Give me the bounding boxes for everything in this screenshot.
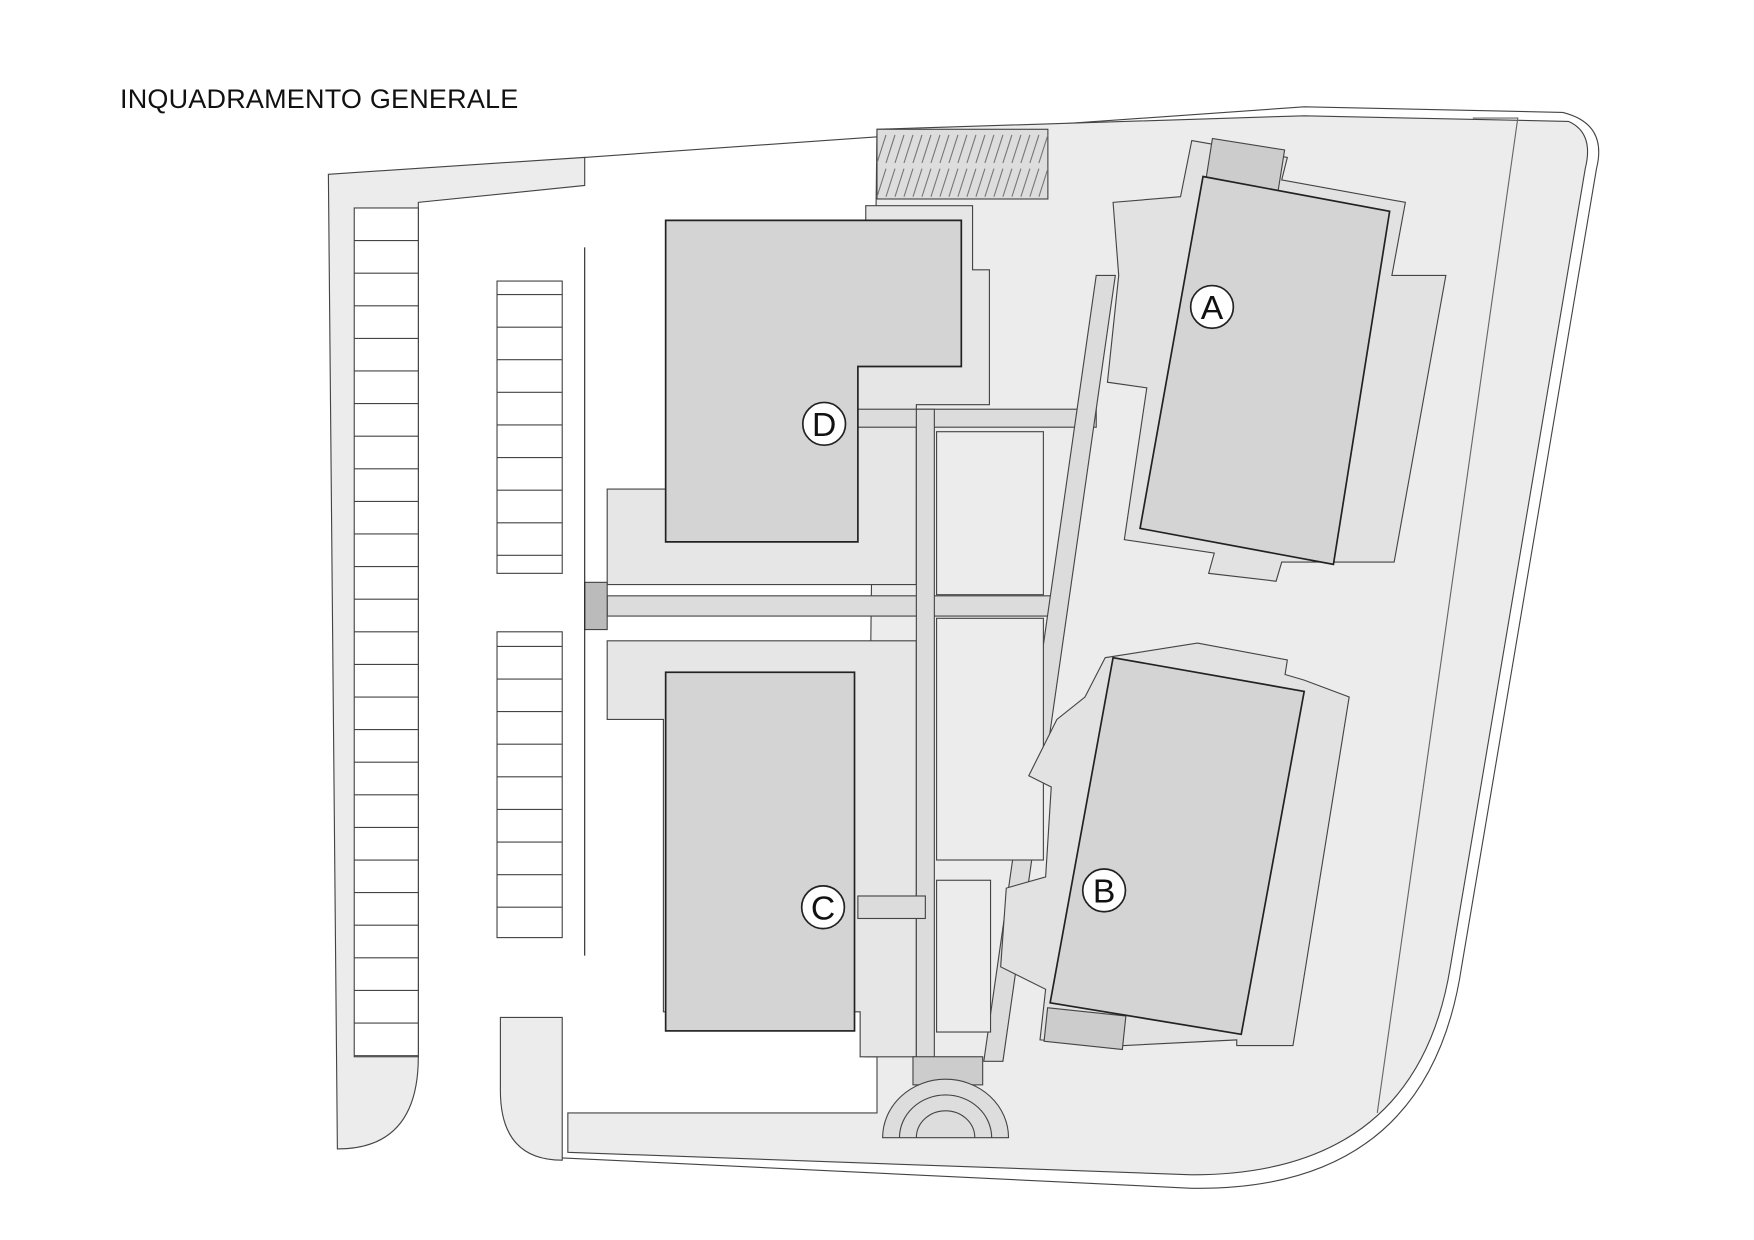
ramp-hatch [1029,134,1040,164]
ramp-hatch [912,168,923,197]
walkway-north [857,408,1097,428]
building-c [664,671,856,1032]
ramp-hatch [984,168,995,197]
ramp-hatch [966,134,977,164]
ramp-hatch [984,134,995,164]
building-label-a[interactable]: A [1189,284,1235,330]
ramp-hatch [894,168,905,197]
ramp-hatch [930,168,941,197]
ramp-hatch [921,168,932,197]
ramp-hatch [1020,134,1031,164]
ramp-hatch [1002,168,1013,197]
ramp-hatch [939,168,950,197]
site-boundary [562,106,1600,1189]
ramp-hatch [903,134,914,164]
ramp-hatch [1038,134,1049,164]
building-b [1049,656,1306,1036]
ramp-hatch [1011,168,1022,197]
ramp-hatch [876,168,887,197]
ramp-hatch [957,134,968,164]
ramp-hatch [1020,168,1031,197]
building-d [664,219,963,543]
drawing-title: INQUADRAMENTO GENERALE [120,84,519,114]
ramp-hatch [1002,134,1013,164]
ramp-hatch [957,168,968,197]
ramp-hatch [993,168,1004,197]
green-strip [1376,117,1519,1114]
building-label-text: D [812,406,836,444]
ramp-hatch [966,168,977,197]
ramp-hatch [975,168,986,197]
entrance-steps [882,1078,1010,1139]
building-a [1139,175,1391,566]
building-label-text: A [1201,289,1224,327]
ramp-hatch [894,134,905,164]
building-label-text: C [811,889,835,927]
ramp-hatch [1011,134,1022,164]
ramp-hatch [993,134,1004,164]
ramp-hatch [876,134,887,164]
walkway-horizontal [606,595,1058,617]
walkway-vertical [915,408,935,1062]
building-label-b[interactable]: B [1081,868,1127,913]
ramp-hatch [921,134,932,164]
ramp-hatch [948,134,959,164]
ramp-hatch [903,168,914,197]
middle-parking-north [496,280,563,574]
ramp-hatch [912,134,923,164]
ramp-hatch [948,168,959,197]
building-label-text: B [1093,872,1115,910]
building-label-c[interactable]: C [800,885,846,930]
ramp-hatch [930,134,941,164]
ramp-hatch [885,134,896,164]
ramp-hatch [975,134,986,164]
ramp-hatch [1029,168,1040,197]
ramp-hatch [885,168,896,197]
middle-parking-south [496,631,563,939]
building-label-d[interactable]: D [801,401,847,447]
ramp-hatch [1038,168,1049,197]
ramp-hatch [939,134,950,164]
